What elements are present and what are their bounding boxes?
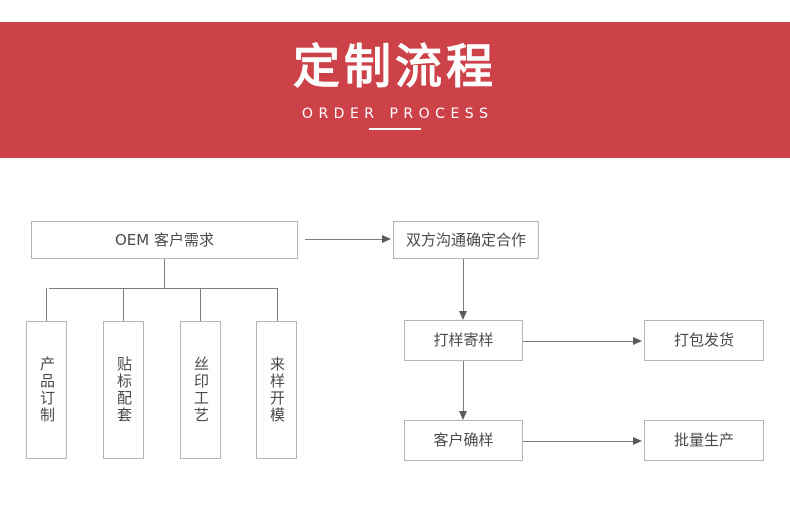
node-sample-making: 打样寄样 bbox=[404, 320, 523, 361]
node-mutual-agreement: 双方沟通确定合作 bbox=[393, 221, 539, 259]
node-packing-shipping: 打包发货 bbox=[644, 320, 764, 361]
connector-sample-to-shipping bbox=[523, 341, 633, 342]
node-oem-requirement: OEM 客户需求 bbox=[31, 221, 298, 259]
bracket-drop-2 bbox=[123, 288, 124, 321]
node-sub-label: 贴标配套 bbox=[115, 356, 133, 424]
arrow-head-right-icon bbox=[633, 337, 642, 345]
bracket-drop-1 bbox=[46, 288, 47, 321]
page-subtitle: ORDER PROCESS bbox=[301, 106, 494, 122]
page-title: 定制流程 bbox=[293, 40, 497, 95]
node-mass-production: 批量生产 bbox=[644, 420, 764, 461]
connector-sample-to-confirm bbox=[463, 361, 464, 411]
arrow-head-right-icon bbox=[382, 235, 391, 243]
arrow-head-right-icon bbox=[633, 437, 642, 445]
node-sub-label: 丝印工艺 bbox=[192, 356, 210, 424]
connector-confirm-to-production bbox=[523, 441, 633, 442]
arrow-head-down-icon bbox=[459, 411, 467, 420]
node-sub-label: 产品订制 bbox=[38, 356, 56, 424]
connector-agreement-to-sample bbox=[463, 259, 464, 311]
node-sub-labeling-matching: 贴标配套 bbox=[103, 321, 144, 459]
node-sub-sample-mold-making: 来样开模 bbox=[256, 321, 297, 459]
node-customer-confirm: 客户确样 bbox=[404, 420, 523, 461]
bracket-stem bbox=[164, 259, 165, 288]
flow-diagram: OEM 客户需求 双方沟通确定合作 打样寄样 打包发货 客户确样 批量生产 bbox=[0, 158, 790, 506]
header-banner: 定制流程 ORDER PROCESS bbox=[0, 22, 790, 158]
node-sub-product-customization: 产品订制 bbox=[26, 321, 67, 459]
node-sub-label: 来样开模 bbox=[268, 356, 286, 424]
arrow-head-down-icon bbox=[459, 311, 467, 320]
title-divider bbox=[369, 128, 421, 130]
connector-oem-to-agreement bbox=[305, 239, 382, 240]
node-sub-silkscreen-process: 丝印工艺 bbox=[180, 321, 221, 459]
bracket-horizontal-bar bbox=[49, 288, 278, 289]
bracket-drop-4 bbox=[277, 288, 278, 321]
bracket-drop-3 bbox=[200, 288, 201, 321]
